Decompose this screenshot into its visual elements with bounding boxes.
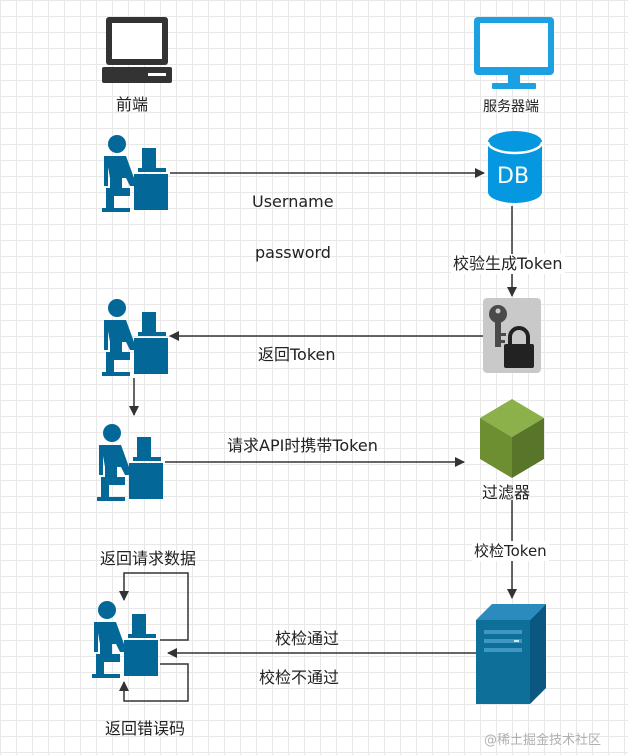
- frontend-label: 前端: [116, 95, 149, 114]
- key-lock-icon: [483, 298, 541, 373]
- return-token-label: 返回Token: [258, 345, 336, 364]
- watermark: @稀土掘金技术社区: [484, 733, 602, 748]
- desktop-computer-icon: [102, 17, 172, 83]
- filter-cube-icon: [480, 399, 544, 478]
- arrow-return-data-loop: [119, 572, 189, 641]
- user-at-desk-icon: [92, 601, 158, 678]
- server-monitor-icon: [474, 17, 554, 89]
- verify-generate-token-label: 校验生成Token: [451, 254, 565, 274]
- db-label: DB: [497, 164, 530, 189]
- verify-pass-label: 校检通过: [275, 629, 340, 648]
- user-at-desk-icon: [102, 135, 168, 212]
- server-tower-icon: [476, 604, 546, 704]
- request-api-label: 请求API时携带Token: [227, 436, 378, 455]
- password-label: password: [255, 243, 331, 262]
- return-data-label: 返回请求数据: [100, 549, 197, 568]
- verify-token-label: 校检Token: [472, 541, 549, 561]
- database-icon: [486, 131, 544, 203]
- user-at-desk-icon: [102, 299, 168, 376]
- user-at-desk-icon: [97, 424, 163, 501]
- arrow-return-error-loop: [119, 663, 189, 702]
- server-label: 服务器端: [483, 99, 539, 115]
- return-error-label: 返回错误码: [105, 719, 186, 738]
- filter-label: 过滤器: [482, 483, 531, 502]
- verify-fail-label: 校检不通过: [259, 668, 340, 687]
- username-label: Username: [252, 192, 334, 211]
